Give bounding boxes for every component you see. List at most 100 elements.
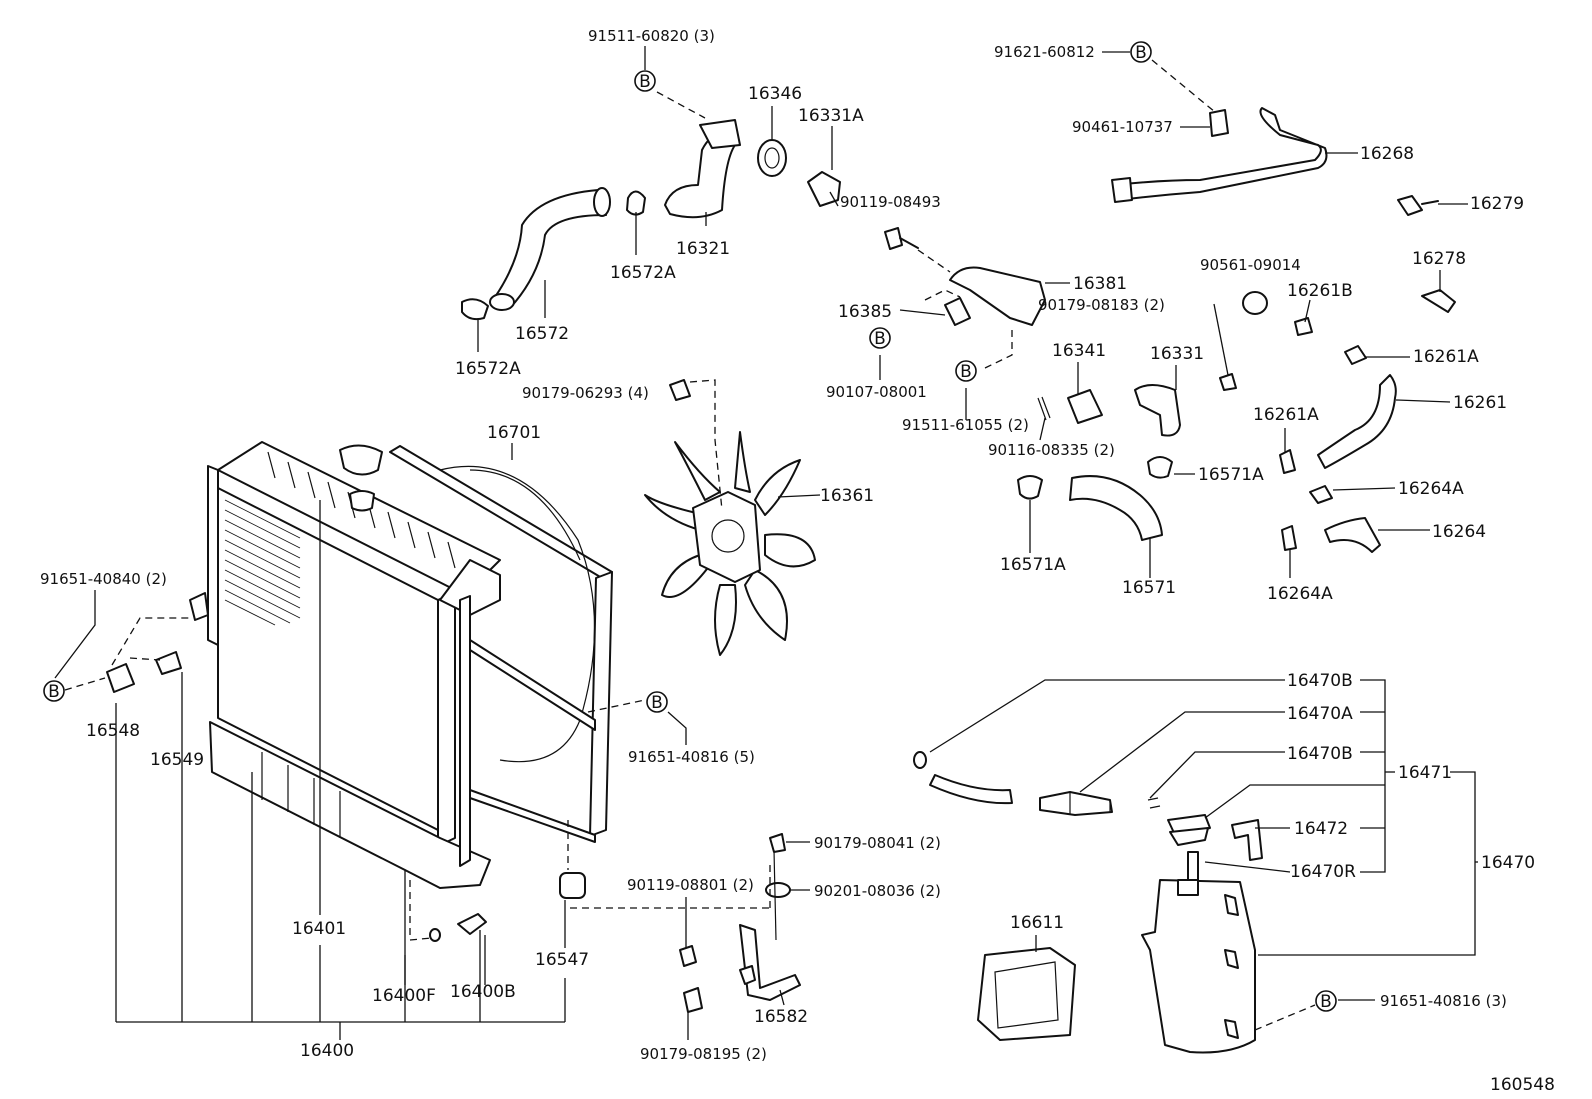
radiator-cap xyxy=(339,444,383,476)
radiator xyxy=(207,441,613,889)
part-label: 16470B xyxy=(1287,671,1353,691)
part-label: 16470B xyxy=(1287,744,1353,764)
cushion xyxy=(559,872,586,899)
hose-clamp xyxy=(1017,475,1043,500)
hose-clamp xyxy=(1281,525,1297,551)
hose-clamp xyxy=(1279,449,1296,474)
part-label: 16381 xyxy=(1073,274,1127,294)
callout-b-letter: B xyxy=(960,362,972,382)
part-label: 16572A xyxy=(455,359,521,379)
gasket-16341 xyxy=(1067,389,1103,424)
part-label: 90179-08195 (2) xyxy=(640,1045,767,1063)
part-label: 16470A xyxy=(1287,704,1353,724)
part-label: 16400 xyxy=(300,1041,354,1061)
nut-90179-06293 xyxy=(669,379,691,401)
part-label: 91651-40840 (2) xyxy=(40,570,167,588)
part-label: 16472 xyxy=(1294,819,1348,839)
figure-number: 160548 xyxy=(1490,1075,1555,1095)
part-label: 16572 xyxy=(515,324,569,344)
part-label: 16321 xyxy=(676,239,730,259)
bracket-16582 xyxy=(679,833,801,1013)
part-label: 16549 xyxy=(150,750,204,770)
nut xyxy=(944,297,971,326)
hose-clamp xyxy=(1309,485,1333,504)
part-label: 16331A xyxy=(798,106,864,126)
callout-b-letter: B xyxy=(1320,992,1332,1012)
part-label: 90461-10737 xyxy=(1072,118,1173,136)
clamp-90461 xyxy=(1209,109,1229,137)
lower-hose xyxy=(1069,475,1163,541)
water-pipe xyxy=(1114,107,1328,201)
bolt xyxy=(884,227,919,250)
part-label: 91621-60812 xyxy=(994,43,1095,61)
part-label: 16571A xyxy=(1198,465,1264,485)
part-label: 16471 xyxy=(1398,763,1452,783)
part-label: 16571A xyxy=(1000,555,1066,575)
callout-b-letter: B xyxy=(874,329,886,349)
part-label: 16611 xyxy=(1010,913,1064,933)
part-label: 16279 xyxy=(1470,194,1524,214)
part-label: 90179-08041 (2) xyxy=(814,834,941,852)
callout-b xyxy=(43,680,65,702)
callout-b xyxy=(634,70,656,92)
upper-hose xyxy=(494,189,607,309)
part-label: 16470R xyxy=(1290,862,1356,882)
part-label: 16361 xyxy=(820,486,874,506)
union-16279 xyxy=(1397,195,1439,216)
part-label: 90179-06293 (4) xyxy=(522,384,649,402)
part-label: 16400B xyxy=(450,982,516,1002)
part-label: 91511-61055 (2) xyxy=(902,416,1029,434)
thermostat xyxy=(807,171,841,207)
callout-b-letter: B xyxy=(48,682,60,702)
hose-clamp xyxy=(1344,345,1367,365)
callout-b xyxy=(869,327,891,349)
part-label: 90179-08183 (2) xyxy=(1038,296,1165,314)
union-16278 xyxy=(1421,289,1456,313)
part-label: 16571 xyxy=(1122,578,1176,598)
callout-b xyxy=(1130,41,1152,63)
part-label: 90116-08335 (2) xyxy=(988,441,1115,459)
part-label: 16400F xyxy=(372,986,436,1006)
drain-cock xyxy=(429,913,487,942)
bracket xyxy=(949,266,1046,326)
part-label: 90561-09014 xyxy=(1200,256,1301,274)
gasket xyxy=(757,139,787,177)
part-label: 16261 xyxy=(1453,393,1507,413)
callout-b-letter: B xyxy=(651,693,663,713)
callout-b xyxy=(1315,990,1337,1012)
part-label: 91651-40816 (5) xyxy=(628,748,755,766)
part-label: 16264A xyxy=(1398,479,1464,499)
part-label: 16548 xyxy=(86,721,140,741)
hose-clamp xyxy=(461,298,489,321)
hose-clamp xyxy=(626,190,646,216)
part-label: 91651-40816 (3) xyxy=(1380,992,1507,1010)
hose-clamp xyxy=(1147,456,1173,479)
reservoir-tank xyxy=(913,751,1263,1054)
water-inlet xyxy=(1134,384,1181,437)
plug-90561 xyxy=(1242,291,1268,315)
nut-90179-08183 xyxy=(1219,373,1237,391)
callout-b-letter: B xyxy=(1135,43,1147,63)
part-labels: 91511-60820 (3) 16346 16331A 90119-08493… xyxy=(40,27,1555,1095)
part-label: 16264A xyxy=(1267,584,1333,604)
part-label: 16385 xyxy=(838,302,892,322)
part-label: 90107-08001 xyxy=(826,383,927,401)
part-label: 16346 xyxy=(748,84,802,104)
hose-16261 xyxy=(1317,374,1397,469)
part-label: 90119-08493 xyxy=(840,193,941,211)
drain-plugs xyxy=(106,592,209,693)
hose-16264 xyxy=(1324,517,1381,553)
callout-b xyxy=(955,360,977,382)
callout-b-markers: B B B B B B B xyxy=(43,41,1337,1012)
part-label: 16261A xyxy=(1253,405,1319,425)
part-label: 16401 xyxy=(292,919,346,939)
part-label: 16701 xyxy=(487,423,541,443)
part-label: 90201-08036 (2) xyxy=(814,882,941,900)
part-label: 16261B xyxy=(1287,281,1353,301)
part-label: 90119-08801 (2) xyxy=(627,876,754,894)
part-label: 16547 xyxy=(535,950,589,970)
cooling-fan xyxy=(644,431,816,656)
part-label: 16268 xyxy=(1360,144,1414,164)
part-label: 16331 xyxy=(1150,344,1204,364)
